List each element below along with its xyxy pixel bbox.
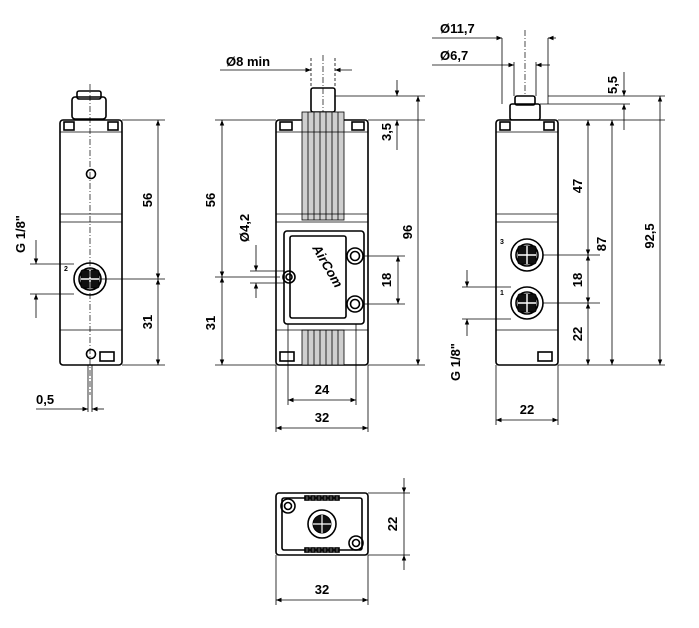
front-dim-42: Ø4,2: [237, 214, 252, 242]
right-side-view: Ø11,7 Ø6,7 3 1: [432, 21, 665, 425]
right-stem-cap: [514, 95, 536, 106]
left-body: [59, 119, 123, 366]
right-dim-22-horizontal: 22: [520, 402, 534, 417]
left-dim-05: 0,5: [36, 392, 54, 407]
left-screw-bottom: [85, 348, 97, 360]
left-stem-cap: [76, 90, 102, 100]
bottom-view: 22 32: [275, 478, 410, 605]
front-dim-18: 18: [379, 273, 394, 287]
front-dim-35: 3,5: [379, 123, 394, 141]
bottom-port-outer: [307, 509, 337, 539]
right-dim-925: 92,5: [642, 223, 657, 248]
bottom-rib-pattern-top: [304, 495, 340, 501]
front-dim-31: 31: [203, 316, 218, 330]
front-clip-tl: [279, 121, 293, 131]
front-dim-8min: Ø8 min: [226, 54, 270, 69]
left-side-view: 2 56 31 G 1/8" 0,5: [13, 84, 165, 412]
right-body: [495, 119, 559, 366]
front-dim-56: 56: [203, 193, 218, 207]
front-plate: [283, 230, 365, 325]
left-clip-top-l: [63, 121, 75, 131]
left-clip-bottom: [99, 351, 115, 362]
front-clip-tr: [351, 121, 365, 131]
right-dim-47: 47: [570, 179, 585, 193]
front-rib-lines-bottom: [307, 330, 339, 365]
left-screw-top: [85, 168, 97, 180]
left-dim-56: 56: [140, 193, 155, 207]
front-screw-left: [282, 270, 296, 284]
right-port-1-number: 1: [500, 290, 504, 297]
right-clip-top-l: [499, 121, 511, 131]
right-clip-top-r: [543, 121, 555, 131]
right-dim-18: 18: [570, 273, 585, 287]
front-view: Ø8 min AirCo: [203, 54, 425, 432]
left-clip-top-r: [107, 121, 119, 131]
right-dim-87: 87: [594, 237, 609, 251]
front-dim-96: 96: [400, 225, 415, 239]
bottom-screw-bottom-right: [348, 535, 364, 551]
right-dim-67: Ø6,7: [440, 48, 468, 63]
right-port-3-number: 3: [500, 239, 504, 246]
front-plate-inner: [289, 235, 347, 319]
left-dim-31: 31: [140, 315, 155, 329]
right-dim-55: 5,5: [605, 76, 620, 94]
front-dim-24: 24: [315, 382, 330, 397]
front-dim-32: 32: [315, 410, 329, 425]
front-clip-bl: [279, 351, 295, 362]
bottom-screw-top-left: [280, 498, 296, 514]
front-rib-lines-top: [307, 112, 339, 220]
left-dim-g18: G 1/8": [13, 215, 28, 253]
left-stem: [71, 96, 107, 120]
left-port-number: 2: [64, 266, 68, 273]
right-stem: [509, 103, 541, 121]
bottom-dim-32: 32: [315, 582, 329, 597]
bottom-dim-22: 22: [385, 517, 400, 531]
bottom-rib-pattern-bottom: [304, 547, 340, 553]
front-rib-top: [301, 111, 345, 221]
right-dim-117: Ø11,7: [440, 21, 475, 36]
right-dim-g18: G 1/8": [448, 343, 463, 381]
right-dim-22-vertical: 22: [570, 327, 585, 341]
right-clip-bottom: [537, 351, 553, 362]
